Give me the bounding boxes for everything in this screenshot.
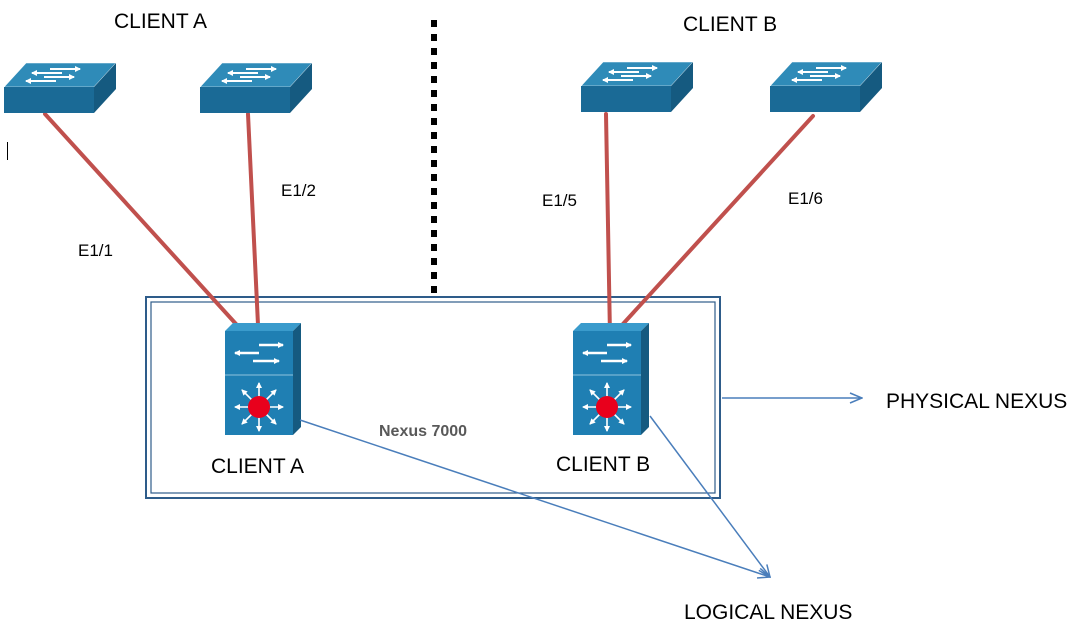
client-b-top-label: CLIENT B: [683, 13, 777, 36]
port-label-e1-1: E1/1: [78, 241, 113, 260]
logical-nexus-label: LOGICAL NEXUS: [684, 601, 852, 624]
client-a-top-label: CLIENT A: [114, 10, 207, 33]
links: [43, 112, 815, 348]
link-e1-5: [604, 112, 612, 338]
physical-nexus-label: PHYSICAL NEXUS: [886, 390, 1067, 413]
logical-arrow-b: [649, 415, 770, 577]
client-a-bottom-label: CLIENT A: [211, 455, 304, 478]
client-b-bottom-label: CLIENT B: [556, 453, 650, 476]
port-label-e1-5: E1/5: [542, 191, 577, 210]
client-b-switch-1-icon: [581, 62, 693, 112]
client-b-core-switch-icon: [573, 323, 649, 435]
client-a-switch-2-icon: [200, 63, 312, 113]
client-a-core-switch-icon: [225, 323, 301, 435]
nexus-model-label: Nexus 7000: [379, 423, 467, 440]
port-label-e1-6: E1/6: [788, 189, 823, 208]
link-e1-1: [43, 112, 258, 348]
link-e1-6: [610, 114, 815, 338]
port-label-e1-2: E1/2: [281, 181, 316, 200]
physical-nexus-box: [145, 296, 721, 499]
link-e1-2: [246, 112, 261, 348]
client-b-switch-2-icon: [770, 62, 882, 112]
logical-arrow-a: [299, 419, 770, 577]
arrows: [299, 398, 862, 577]
text-cursor: [7, 142, 8, 160]
client-a-switch-1-icon: [4, 63, 116, 113]
